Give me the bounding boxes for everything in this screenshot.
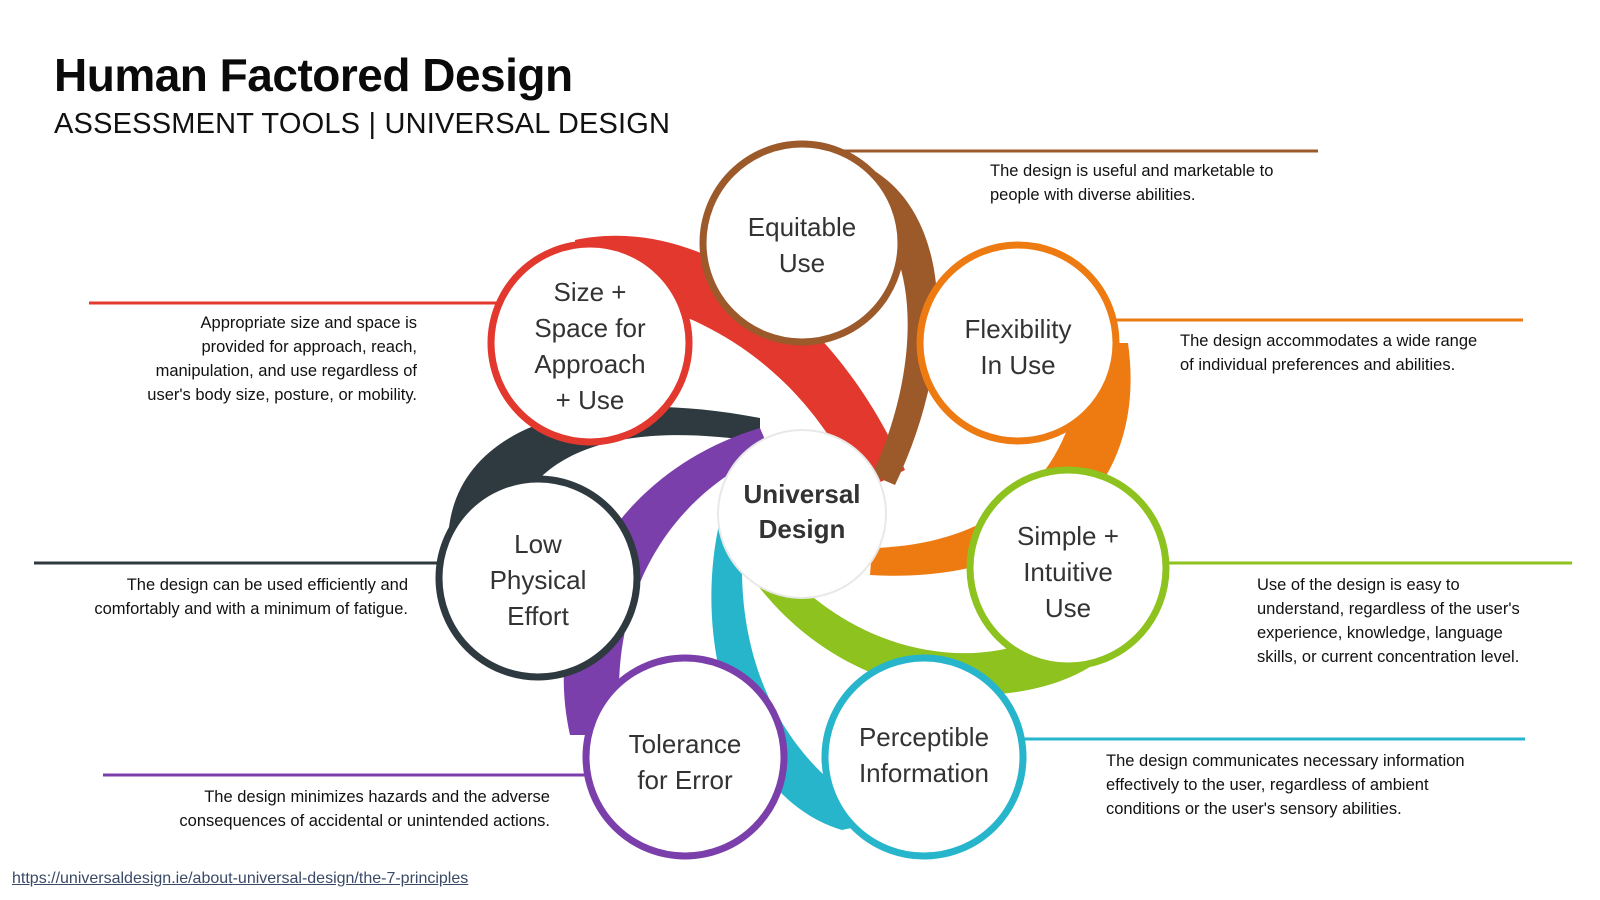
low-effort-line1: Low	[514, 529, 562, 559]
size-space-line4: + Use	[556, 385, 625, 415]
tolerance-line1: Tolerance	[629, 729, 742, 759]
simple-line3: Use	[1045, 593, 1091, 623]
size-space-line3: Approach	[534, 349, 645, 379]
size-space-line2: Space for	[534, 313, 646, 343]
flexibility-line1: Flexibility	[965, 314, 1072, 344]
principle-tolerance: Tolerance for Error	[586, 658, 784, 856]
source-link[interactable]: https://universaldesign.ie/about-univers…	[12, 870, 468, 888]
low-effort-line3: Effort	[507, 601, 569, 631]
simple-line2: Intuitive	[1023, 557, 1113, 587]
principle-size-space: Size + Space for Approach + Use	[491, 244, 689, 442]
description-equitable: The design is useful and marketable to p…	[990, 159, 1273, 207]
description-tolerance: The design minimizes hazards and the adv…	[179, 785, 550, 833]
low-effort-line2: Physical	[490, 565, 587, 595]
description-simple: Use of the design is easy to understand,…	[1257, 573, 1520, 669]
perceptible-line2: Information	[859, 758, 989, 788]
center-label-line1: Universal	[743, 479, 860, 509]
principle-low-effort: Low Physical Effort	[439, 479, 637, 677]
equitable-line1: Equitable	[748, 212, 856, 242]
principle-equitable: Equitable Use	[703, 144, 901, 342]
description-flexibility: The design accommodates a wide range of …	[1180, 329, 1477, 377]
description-perceptible: The design communicates necessary inform…	[1106, 749, 1465, 821]
tolerance-line2: for Error	[637, 765, 733, 795]
principle-perceptible: Perceptible Information	[825, 658, 1023, 856]
description-low-effort: The design can be used efficiently and c…	[94, 573, 408, 621]
equitable-line2: Use	[779, 248, 825, 278]
principle-simple: Simple + Intuitive Use	[970, 470, 1166, 666]
size-space-line1: Size +	[554, 277, 627, 307]
flexibility-line2: In Use	[980, 350, 1055, 380]
description-size-space: Appropriate size and space is provided f…	[147, 311, 417, 407]
perceptible-line1: Perceptible	[859, 722, 989, 752]
simple-line1: Simple +	[1017, 521, 1119, 551]
principle-flexibility: Flexibility In Use	[920, 245, 1116, 441]
center-label-line2: Design	[759, 514, 846, 544]
